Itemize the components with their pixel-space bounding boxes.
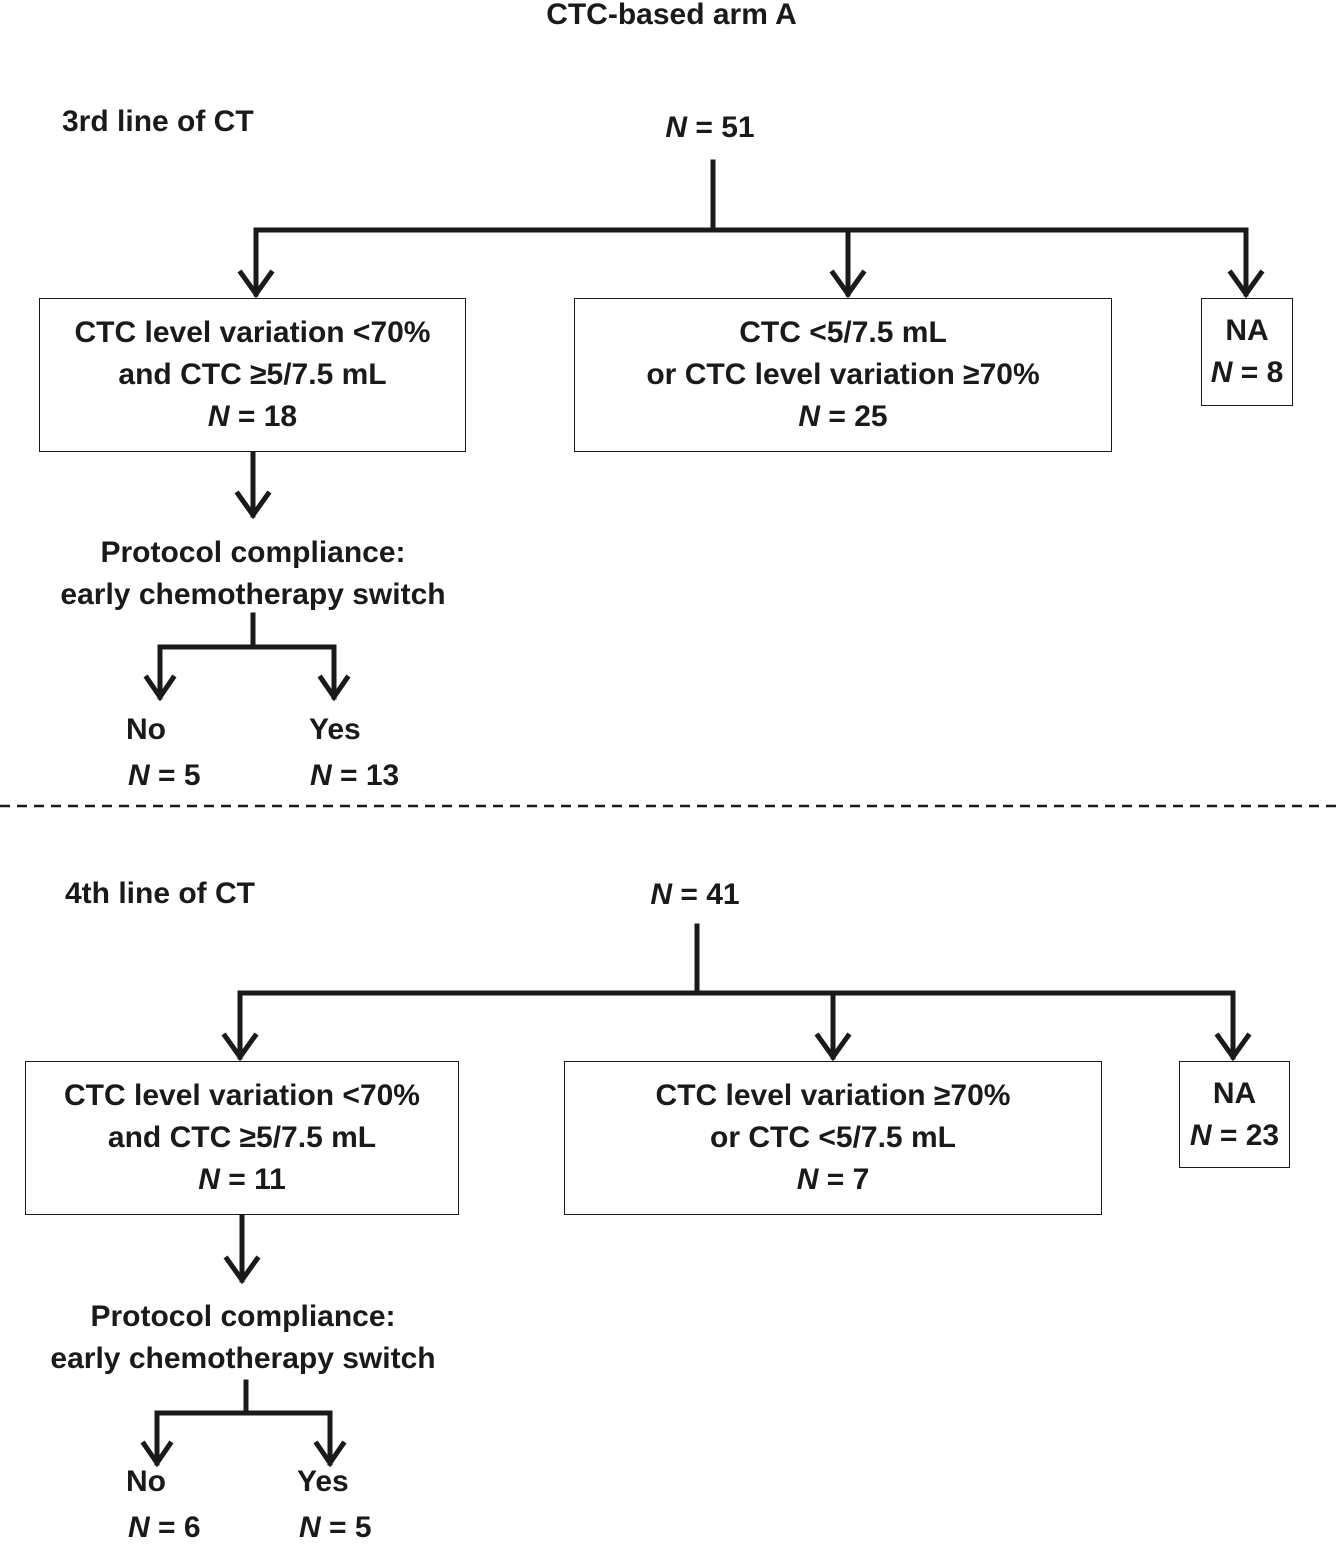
section-label-4th-line: 4th line of CT	[65, 877, 255, 910]
root-count-1: N = 51	[665, 111, 755, 144]
arrowhead-yes-2	[313, 1440, 347, 1468]
box-na-1: NA N = 8	[1201, 298, 1293, 406]
outcome-yes-1: Yes N = 13	[309, 713, 400, 792]
box-na-2: NA N = 23	[1179, 1061, 1290, 1168]
compliance-arrowhead-1	[234, 490, 272, 520]
arrowhead-right-2	[1214, 1032, 1252, 1062]
box-variation-below-70-2: CTC level variation <70% and CTC ≥5/7.5 …	[25, 1061, 459, 1215]
outcome-no-2: No N = 6	[126, 1465, 201, 1544]
arrowhead-no-1	[143, 674, 177, 702]
outcome-yes-2: Yes N = 5	[297, 1465, 372, 1544]
arrowhead-left-1	[237, 269, 275, 299]
box-ctc-below-threshold-1: CTC <5/7.5 mL or CTC level variation ≥70…	[574, 298, 1112, 452]
section-label-3rd-line: 3rd line of CT	[62, 105, 254, 138]
arrowhead-yes-1	[317, 674, 351, 702]
arrowhead-no-2	[140, 1440, 174, 1468]
arrowhead-mid-1	[829, 269, 867, 299]
compliance-label-2: Protocol compliance: early chemotherapy …	[50, 1300, 436, 1375]
box-variation-below-70-1: CTC level variation <70% and CTC ≥5/7.5 …	[39, 298, 466, 452]
diagram-title: CTC-based arm A	[546, 0, 797, 31]
outcome-no-1: No N = 5	[126, 713, 201, 792]
arrowhead-left-2	[221, 1032, 259, 1062]
arrowhead-right-1	[1227, 269, 1265, 299]
root-count-2: N = 41	[650, 878, 740, 911]
compliance-label-1: Protocol compliance: early chemotherapy …	[60, 536, 446, 611]
arrowhead-mid-2	[814, 1032, 852, 1062]
box-variation-above-70-2: CTC level variation ≥70% or CTC <5/7.5 m…	[564, 1061, 1102, 1215]
compliance-arrowhead-2	[223, 1255, 261, 1285]
